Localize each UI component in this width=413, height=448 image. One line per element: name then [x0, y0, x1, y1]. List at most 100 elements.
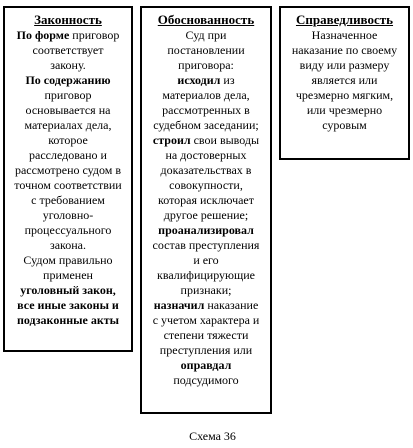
bold-term: оправдал	[180, 358, 232, 372]
text-line: совокупности,	[146, 178, 266, 193]
bold-term: все иные законы и	[17, 298, 119, 312]
text-line: процессуального	[9, 223, 127, 238]
text-line: По содержанию	[9, 73, 127, 88]
text-line: строил свои выводы	[146, 133, 266, 148]
bold-term: По форме	[16, 28, 70, 42]
text-run: с учетом характера и	[152, 313, 260, 327]
text-line: квалифицирующие	[146, 268, 266, 283]
text-line: закона.	[9, 238, 127, 253]
text-run: на достоверных	[165, 148, 247, 162]
text-run: приговора:	[178, 58, 234, 72]
scheme-caption-text: Схема 36	[189, 429, 236, 443]
scheme-caption: Схема 36	[0, 429, 413, 444]
text-line: является или	[285, 73, 404, 88]
text-run: которая исключает	[158, 193, 254, 207]
text-run: является или	[311, 73, 378, 87]
text-line: уголовно-	[9, 208, 127, 223]
text-run: основывается на	[25, 103, 111, 117]
text-line: Судом правильно	[9, 253, 127, 268]
text-line: применен	[9, 268, 127, 283]
text-line: точном соответствии	[9, 178, 127, 193]
text-line: подсудимого	[146, 373, 266, 388]
text-run: закону.	[50, 58, 86, 72]
text-run: с требованием	[31, 193, 105, 207]
text-run: соответствует	[32, 43, 104, 57]
bold-term: исходил	[177, 73, 221, 87]
text-line: Назначенное	[285, 28, 404, 43]
text-run: уголовно-	[42, 208, 94, 222]
text-line: постановлении	[146, 43, 266, 58]
text-run: расследовано и	[29, 148, 107, 162]
text-line: с требованием	[9, 193, 127, 208]
text-run: состав преступления	[152, 238, 260, 252]
text-line: основывается на	[9, 103, 127, 118]
text-run: или чрезмерно	[306, 103, 383, 117]
text-line: соответствует	[9, 43, 127, 58]
text-line: состав преступления	[146, 238, 266, 253]
fairness-title: Справедливость	[295, 12, 394, 27]
text-line: степени тяжести	[146, 328, 266, 343]
text-line: По форме приговор	[9, 28, 127, 43]
text-run: степени тяжести	[163, 328, 249, 342]
text-run: которое	[48, 133, 88, 147]
text-run: свои выводы	[190, 133, 260, 147]
text-run: приговор	[69, 28, 120, 42]
text-run: виду или размеру	[299, 58, 390, 72]
text-run: Назначенное	[311, 28, 378, 42]
bold-term: строил	[152, 133, 191, 147]
validity-title: Обоснованность	[157, 12, 255, 27]
text-run: закона.	[49, 238, 87, 252]
text-line: признаки;	[146, 283, 266, 298]
text-line: чрезмерно мягким,	[285, 88, 404, 103]
bold-term: проанализировал	[158, 223, 254, 237]
text-run: чрезмерно мягким,	[295, 88, 394, 102]
text-run: точном соответствии	[14, 178, 122, 192]
text-run: признаки;	[180, 283, 232, 297]
text-run: квалифицирующие	[156, 268, 255, 282]
text-run: преступления или	[159, 343, 253, 357]
text-line: судебном заседании;	[146, 118, 266, 133]
text-run: рассмотрено судом в	[14, 163, 122, 177]
text-line: оправдал	[146, 358, 266, 373]
text-line: рассмотрено судом в	[9, 163, 127, 178]
text-line: доказательствах в	[146, 163, 266, 178]
text-line: наказание по своему	[285, 43, 404, 58]
text-run: применен	[43, 268, 93, 282]
text-run: Суд при	[185, 28, 227, 42]
bold-term: подзаконные акты	[16, 313, 120, 327]
text-line: материалах дела,	[9, 118, 127, 133]
text-line: исходил из	[146, 73, 266, 88]
text-line: на достоверных	[146, 148, 266, 163]
text-line: назначил наказание	[146, 298, 266, 313]
text-line: закону.	[9, 58, 127, 73]
text-line: приговора:	[146, 58, 266, 73]
text-run: материалах дела,	[24, 118, 112, 132]
text-run: наказание	[204, 298, 259, 312]
text-line: подзаконные акты	[9, 313, 127, 328]
text-run: доказательствах в	[160, 163, 252, 177]
text-line: Суд при	[146, 28, 266, 43]
text-line: и его	[146, 253, 266, 268]
text-run: подсудимого	[173, 373, 239, 387]
legality-title: Законность	[34, 12, 102, 27]
text-line: которая исключает	[146, 193, 266, 208]
text-run: материалов дела,	[162, 88, 250, 102]
text-run: и его	[193, 253, 219, 267]
text-run: Судом правильно	[23, 253, 113, 267]
text-line: уголовный закон,	[9, 283, 127, 298]
text-line: виду или размеру	[285, 58, 404, 73]
bold-term: назначил	[153, 298, 205, 312]
text-run: процессуального	[24, 223, 112, 237]
text-run: приговор	[44, 88, 92, 102]
text-line: которое	[9, 133, 127, 148]
bold-term: По содержанию	[25, 73, 111, 87]
text-line: расследовано и	[9, 148, 127, 163]
text-run: совокупности,	[169, 178, 243, 192]
text-run: рассмотренных в	[162, 103, 250, 117]
text-run: постановлении	[167, 43, 245, 57]
text-line: суровым	[285, 118, 404, 133]
